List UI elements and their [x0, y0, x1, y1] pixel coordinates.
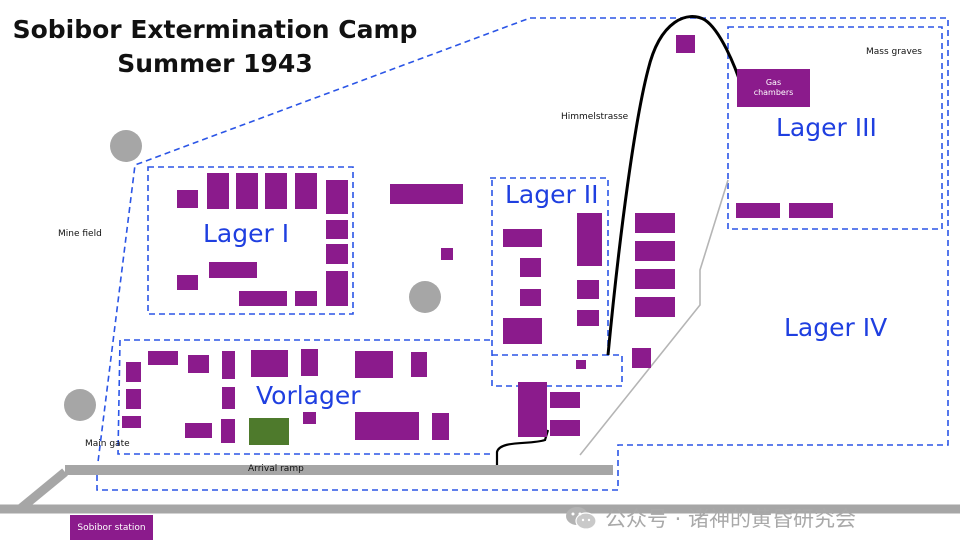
building [326, 271, 348, 306]
outer-camp-boundary [96, 17, 949, 491]
building [503, 318, 542, 344]
sobibor-station: Sobibor station [70, 515, 153, 540]
building [122, 416, 141, 428]
building [577, 213, 602, 266]
gas-chambers-building: Gas chambers [737, 69, 810, 107]
wechat-icon [566, 507, 597, 530]
building [301, 349, 318, 376]
zone-label-vorlager: Vorlager [256, 381, 361, 410]
lager1-boundary [147, 166, 354, 315]
building [355, 351, 393, 378]
building [303, 412, 316, 424]
vorlager-boundary [117, 339, 492, 455]
building [432, 413, 449, 440]
building [550, 420, 580, 436]
building [635, 269, 675, 289]
building [441, 248, 453, 260]
lager2-buildings [503, 213, 602, 369]
building [251, 350, 288, 377]
building [632, 348, 651, 368]
watermark-text: 公众号 · 诸神的黄昏研究会 [605, 507, 857, 531]
watch-tower [409, 281, 441, 313]
building [221, 419, 235, 443]
map-title-line1: Sobibor Extermination Camp [12, 15, 418, 44]
railway-spur [17, 468, 68, 513]
vorlager-buildings [122, 349, 580, 443]
sobibor-station-label: Sobibor station [77, 522, 146, 533]
gas-chambers-label-line1: Gas [765, 78, 782, 87]
building [185, 423, 212, 438]
building [177, 275, 198, 290]
building [326, 180, 348, 214]
building [207, 173, 229, 209]
lager4-fence-line [579, 179, 729, 456]
mine-field-label: Mine field [58, 229, 102, 239]
building [736, 203, 780, 218]
gas-chambers-label-line2: chambers [753, 88, 794, 97]
building [390, 184, 463, 204]
building [126, 389, 141, 409]
zone-label-lager3: Lager III [776, 113, 877, 142]
lager1-buildings [177, 173, 348, 306]
main-gate-label: Main gate [85, 439, 130, 449]
building [676, 35, 695, 53]
watch-tower [64, 389, 96, 421]
building [411, 352, 427, 377]
building [295, 291, 317, 306]
building [326, 244, 348, 264]
building [635, 241, 675, 261]
green-building [249, 418, 289, 445]
mass-graves-label: Mass graves [866, 47, 922, 57]
central-buildings [390, 184, 463, 260]
building [148, 351, 178, 365]
building [577, 310, 599, 326]
building [209, 262, 257, 278]
lager3-buildings [736, 203, 833, 218]
zone-label-lager1: Lager I [203, 219, 290, 248]
building [577, 280, 599, 299]
building [126, 362, 141, 382]
zone-label-lager2: Lager II [505, 180, 599, 209]
building [355, 412, 419, 440]
building [503, 229, 542, 247]
building [520, 258, 541, 277]
watermark: 公众号 · 诸神的黄昏研究会 [565, 503, 856, 533]
lager3-boundary [727, 26, 943, 230]
building [789, 203, 833, 218]
lager2-boundary [490, 177, 623, 387]
building [177, 190, 198, 208]
map-title-line2: Summer 1943 [117, 49, 313, 78]
building [550, 392, 580, 408]
building [222, 387, 235, 409]
building [265, 173, 287, 209]
building [326, 220, 348, 239]
himmelstrasse-label: Himmelstrasse [561, 112, 629, 122]
building [576, 360, 586, 369]
ramp-path [495, 429, 550, 465]
building [188, 355, 209, 373]
building [239, 291, 287, 306]
barrack-row [632, 35, 695, 368]
building [236, 173, 258, 209]
arrival-ramp [65, 465, 613, 475]
building [635, 297, 675, 317]
building [518, 382, 547, 437]
zone-label-lager4: Lager IV [784, 313, 888, 342]
building [295, 173, 317, 209]
building [520, 289, 541, 306]
himmelstrasse-path [606, 15, 744, 356]
building [635, 213, 675, 233]
building [222, 351, 235, 379]
watch-tower [110, 130, 142, 162]
arrival-ramp-label: Arrival ramp [248, 464, 304, 474]
